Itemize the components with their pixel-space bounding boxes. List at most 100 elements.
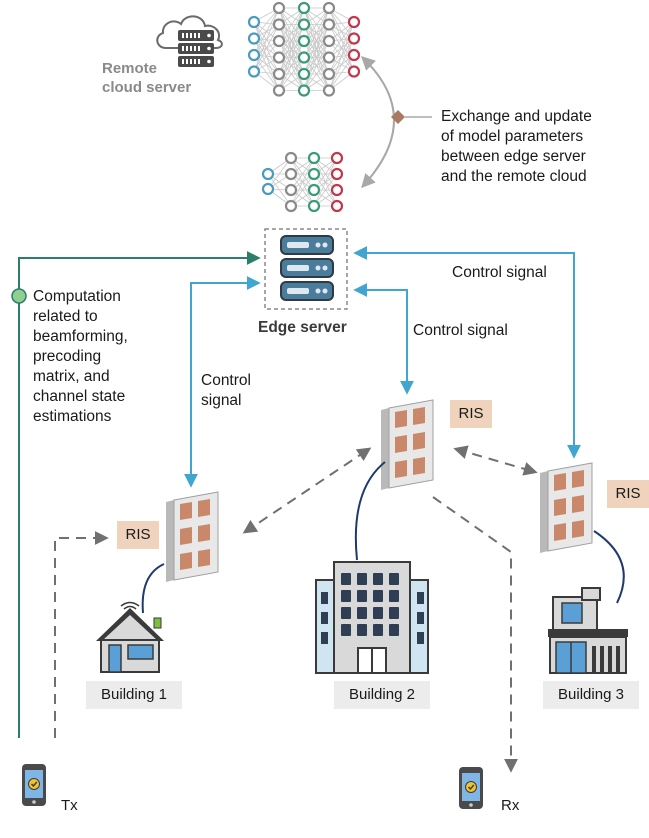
window-icon [357,624,367,636]
computation-line5: matrix, and [33,368,110,385]
nn-node [284,199,298,213]
nn-node [247,32,261,45]
nn-node [347,15,361,29]
cloud-server-label: Remote cloud server [102,59,191,97]
rx-phone-icon [458,766,484,810]
nn-node [307,167,321,181]
building-1-label: Building 1 [86,681,182,709]
control-signal-middle-label: Control signal [413,322,508,339]
ris-cable-2 [354,461,386,561]
exchange-line4: and the remote cloud [441,168,587,185]
computation-line1: Computation [33,288,121,305]
cloud-server-label-line1: Remote [102,60,158,77]
nn-node [322,67,336,81]
control-signal-left-line1: Control [201,372,251,389]
window-icon [373,624,383,636]
nn-node [284,183,298,197]
nn-node [272,84,286,97]
nn-node [307,183,321,197]
nn-node [322,51,336,64]
window-icon [341,624,351,636]
nn-node [297,84,311,97]
ris-label-1: RIS [117,521,159,549]
computation-link [18,251,261,738]
tx-phone-icon [21,763,47,807]
window-icon [389,590,399,602]
cloud-server-label-line2: cloud server [102,79,192,96]
ris-cable-1 [141,563,165,614]
nn-node [322,1,336,15]
nn-node [322,84,336,97]
control-signal-right-label: Control signal [452,264,547,281]
tx-label: Tx [61,797,78,814]
nn-node [247,15,261,29]
ris-link-2-3 [453,445,538,476]
window-icon [389,624,399,636]
window-icon [373,590,383,602]
cloud-server-icon [156,15,223,67]
window-icon [357,573,367,585]
nn-node [272,51,286,64]
nn-node [247,48,261,62]
ris-panel-3 [539,462,593,554]
computation-line3: beamforming, [33,328,128,345]
control-link-right [353,246,581,459]
nn-node [347,48,361,62]
office-building-icon [315,561,429,674]
control-signal-left-line2: signal [201,392,242,409]
edge-server-label: Edge server [258,319,347,336]
nn-node [297,67,311,81]
building-2-label: Building 2 [334,681,430,709]
nn-node [247,65,261,78]
nn-node [347,32,361,45]
window-icon [321,612,328,624]
nn-node [322,18,336,31]
nn-node [261,182,275,196]
exchange-diamond-icon [391,110,405,124]
exchange-arrow [360,56,395,189]
ris-cable-3 [593,530,625,604]
window-icon [341,590,351,602]
nn-node [272,18,286,31]
ris-panel-2 [380,399,434,491]
window-icon [341,607,351,619]
window-icon [341,573,351,585]
window-icon [321,632,328,644]
nn-node [307,199,321,213]
nn-node [284,151,298,165]
exchange-line1: Exchange and update [441,108,592,125]
ris-to-rx-link [432,496,518,773]
window-icon [389,607,399,619]
house-icon [96,601,164,673]
nn-node [284,167,298,181]
window-icon [417,592,424,604]
ris-panel-1 [165,491,219,583]
nn-node [307,151,321,165]
edge-server-icon [264,228,348,310]
computation-line4: precoding [33,348,102,365]
exchange-line3: between edge server [441,148,586,165]
rx-label: Rx [501,797,520,814]
window-icon [389,573,399,585]
window-icon [321,592,328,604]
window-icon [417,632,424,644]
cloud-neural-network-icon [247,1,361,97]
exchange-description: Exchange and update of model parameters … [441,107,592,187]
nn-node [330,199,344,213]
nn-node [272,34,286,48]
nn-node [272,67,286,81]
control-link-left [184,276,261,488]
nn-node [330,151,344,165]
computation-description: Computation related to beamforming, prec… [33,287,128,427]
nn-node [297,18,311,31]
building-3-label: Building 3 [543,681,639,709]
window-icon [373,607,383,619]
nn-node [347,65,361,78]
ris-label-2: RIS [450,400,492,428]
nn-node [297,51,311,64]
ris-link-1-2 [242,447,372,534]
computation-line7: estimations [33,408,112,425]
nn-node [330,183,344,197]
